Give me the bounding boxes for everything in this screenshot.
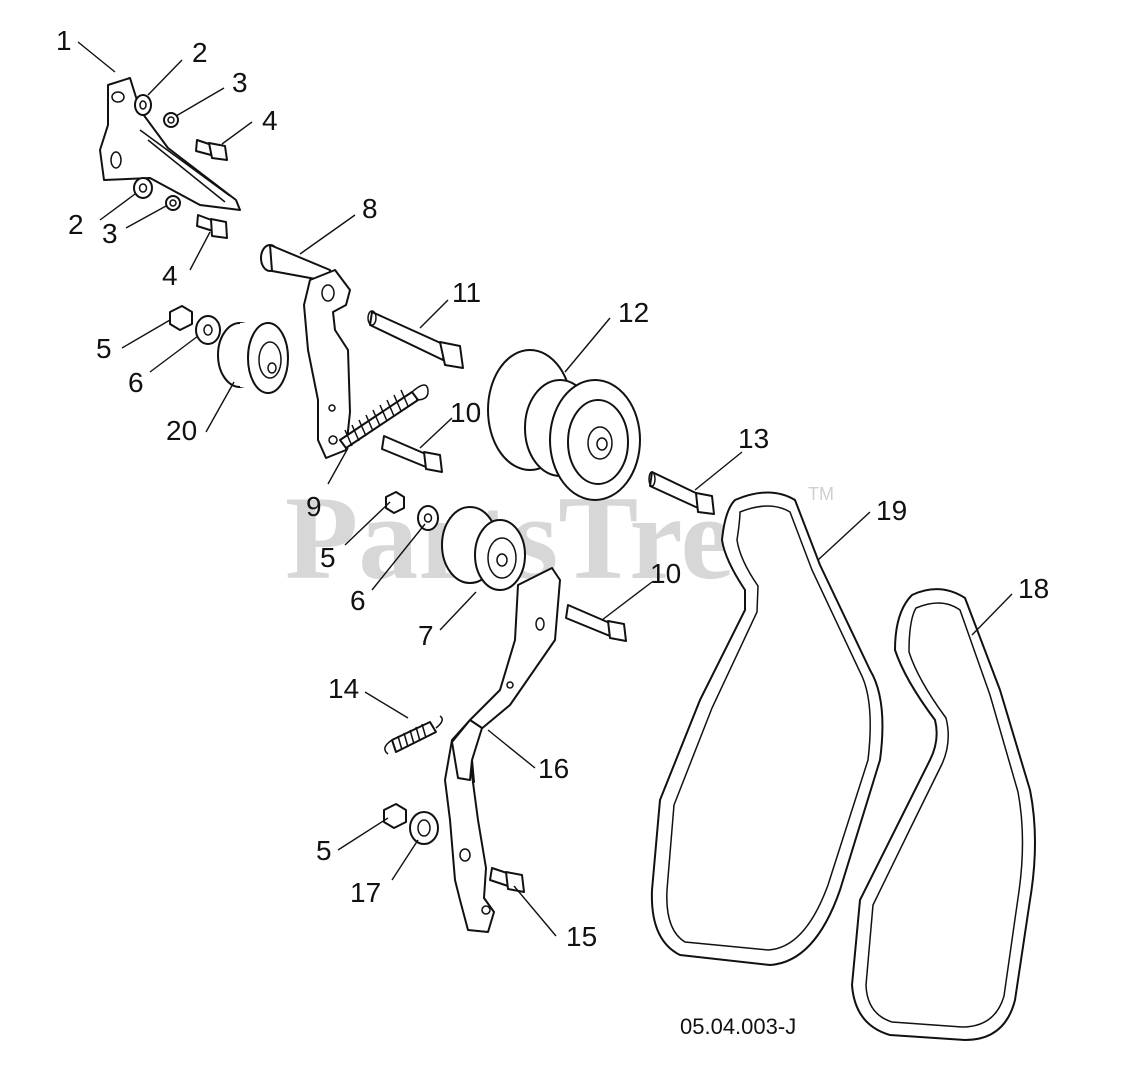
callout-10-lower: 10 bbox=[650, 558, 681, 589]
part-10-bolt-upper[interactable] bbox=[381, 435, 443, 473]
part-3-lockwasher-upper[interactable] bbox=[163, 112, 179, 128]
callout-4-upper: 4 bbox=[262, 105, 278, 136]
callout-10-upper: 10 bbox=[450, 397, 481, 428]
part-18-belt[interactable] bbox=[851, 588, 1036, 1041]
part-13-bolt[interactable] bbox=[648, 471, 715, 515]
part-16-idler-arm[interactable] bbox=[444, 567, 561, 933]
callout-17: 17 bbox=[350, 877, 381, 908]
part-20-pulley[interactable] bbox=[217, 322, 289, 394]
part-6-washer-upper[interactable] bbox=[195, 315, 221, 345]
part-6-washer-middle[interactable] bbox=[417, 505, 439, 531]
part-4-bolt-upper[interactable] bbox=[195, 139, 228, 161]
callout-20: 20 bbox=[166, 415, 197, 446]
callout-1: 1 bbox=[56, 25, 72, 56]
callout-13: 13 bbox=[738, 423, 769, 454]
drawing-code: 05.04.003-J bbox=[680, 1014, 796, 1039]
part-14-spring[interactable] bbox=[384, 715, 443, 755]
callout-11: 11 bbox=[452, 277, 481, 308]
part-15-bolt[interactable] bbox=[489, 867, 525, 893]
callout-15: 15 bbox=[566, 921, 597, 952]
part-4-bolt-lower[interactable] bbox=[196, 214, 228, 239]
callout-4-lower: 4 bbox=[162, 260, 178, 291]
callout-3-lower: 3 bbox=[102, 218, 118, 249]
part-19-belt[interactable] bbox=[650, 491, 884, 966]
part-10-bolt-lower[interactable] bbox=[565, 604, 627, 642]
callout-5-lower: 5 bbox=[316, 835, 332, 866]
callout-2-upper: 2 bbox=[192, 37, 208, 68]
part-17-spacer[interactable] bbox=[409, 811, 439, 845]
callout-12: 12 bbox=[618, 297, 649, 328]
part-5-nut-middle[interactable] bbox=[385, 491, 405, 514]
callout-8: 8 bbox=[362, 193, 378, 224]
watermark-trademark: TM bbox=[808, 484, 834, 504]
callout-2-lower: 2 bbox=[68, 209, 84, 240]
part-9-extension-spring[interactable] bbox=[339, 384, 429, 449]
callout-16: 16 bbox=[538, 753, 569, 784]
callout-6-middle: 6 bbox=[350, 585, 366, 616]
part-11-bolt[interactable] bbox=[367, 310, 464, 369]
part-7-pulley[interactable] bbox=[441, 506, 526, 591]
part-5-nut-upper[interactable] bbox=[169, 305, 193, 331]
part-2-washer-upper[interactable] bbox=[134, 94, 152, 116]
callout-5-middle: 5 bbox=[320, 542, 336, 573]
part-5-nut-lower[interactable] bbox=[383, 803, 407, 829]
callout-5-upper: 5 bbox=[96, 333, 112, 364]
callout-14: 14 bbox=[328, 673, 359, 704]
leader-lines bbox=[77, 41, 1013, 937]
part-2-washer-lower[interactable] bbox=[133, 177, 153, 199]
callout-9: 9 bbox=[306, 491, 322, 522]
callout-18: 18 bbox=[1018, 573, 1049, 604]
callout-3-upper: 3 bbox=[232, 67, 248, 98]
callout-6-upper: 6 bbox=[128, 367, 144, 398]
part-8-idler-arm[interactable] bbox=[260, 244, 351, 459]
callout-19: 19 bbox=[876, 495, 907, 526]
part-3-lockwasher-lower[interactable] bbox=[165, 195, 181, 211]
callout-7: 7 bbox=[418, 620, 434, 651]
part-12-double-pulley[interactable] bbox=[487, 349, 641, 501]
